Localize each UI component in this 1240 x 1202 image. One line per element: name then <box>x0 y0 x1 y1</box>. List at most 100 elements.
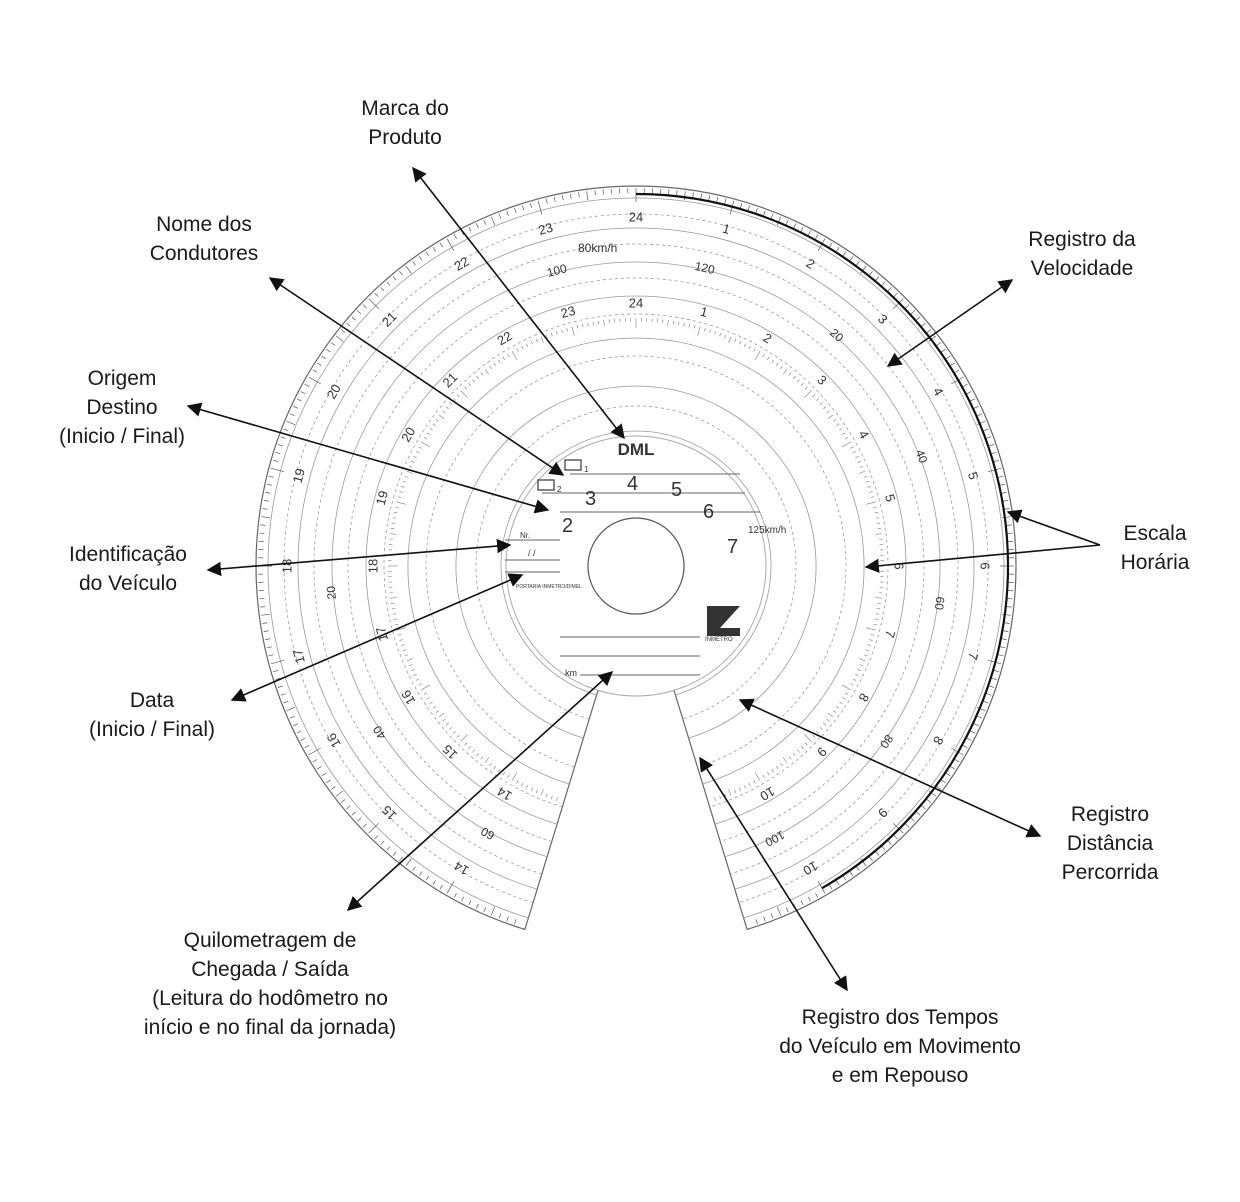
speed-label: 60 <box>932 596 948 611</box>
tick-mark <box>865 649 870 652</box>
tick-mark <box>1003 630 1009 632</box>
tick-mark <box>875 597 882 599</box>
arrow-escala-a <box>1006 509 1101 546</box>
tick-mark <box>807 230 811 236</box>
tick-mark <box>1000 483 1006 486</box>
tick-mark <box>728 336 732 343</box>
tick-mark <box>312 759 318 763</box>
tick-mark <box>856 260 860 266</box>
tick-mark <box>850 446 854 449</box>
tick-mark <box>739 341 742 345</box>
tick-mark <box>986 693 992 696</box>
tick-mark <box>683 191 686 201</box>
tick-mark <box>827 414 833 420</box>
tick-mark <box>335 790 344 797</box>
tick-mark <box>390 527 395 530</box>
tick-mark <box>849 871 854 876</box>
tick-mark <box>688 323 690 328</box>
tick-mark <box>855 673 859 676</box>
tick-mark <box>842 432 846 435</box>
hour-label: 5 <box>965 470 981 481</box>
callout-origem-destino: Origem Destino (Inicio / Final) <box>58 367 186 448</box>
tick-mark <box>859 664 864 667</box>
tick-mark <box>874 618 879 620</box>
tick-mark <box>867 485 871 488</box>
tick-mark <box>875 613 880 615</box>
tick-mark <box>852 678 857 681</box>
tick-mark <box>767 356 770 360</box>
tick-mark <box>788 372 792 376</box>
tick-mark <box>700 193 702 199</box>
hour-label: 7 <box>965 651 981 662</box>
hour-label: 1 <box>699 304 710 320</box>
hour-label: 1 <box>721 221 732 237</box>
tick-mark <box>392 517 397 519</box>
arrow-distancia <box>738 698 1042 838</box>
tick-mark <box>391 522 396 524</box>
tick-mark <box>812 394 816 398</box>
callout-nome-dos-condutores: Nome dos Condutores <box>149 213 259 265</box>
tick-mark <box>881 846 886 851</box>
callout-marca-do-produto: Marca do Produto <box>361 97 449 149</box>
inmetro-icon <box>707 606 740 636</box>
callout-registro-da-velocidade: Registro da Velocidade <box>1028 228 1136 280</box>
tick-mark <box>976 421 986 426</box>
tick-mark <box>860 858 867 867</box>
tick-mark <box>260 524 266 526</box>
tick-mark <box>714 331 717 335</box>
tick-mark <box>875 517 880 519</box>
tick-mark <box>326 779 331 784</box>
tick-mark <box>286 706 296 711</box>
callout-registro-distancia: Registro Distância Percorrida <box>1061 803 1159 884</box>
tick-mark <box>800 226 804 232</box>
driver-icon <box>564 459 582 471</box>
tick-mark <box>330 786 336 790</box>
tick-mark <box>293 723 299 727</box>
tick-mark <box>994 670 999 673</box>
tick-mark <box>876 608 881 610</box>
callout-escala-horaria: Escala Horária <box>1120 522 1190 574</box>
tick-mark <box>770 213 774 219</box>
tick-mark <box>697 326 701 336</box>
tick-mark <box>693 325 696 329</box>
tick-mark <box>998 475 1004 478</box>
tick-mark <box>716 196 719 202</box>
tick-mark <box>962 383 968 387</box>
tick-mark <box>775 362 779 366</box>
center-hole <box>587 517 685 615</box>
tick-mark <box>832 419 837 422</box>
vehicle-nr-label: Nr. <box>520 531 530 540</box>
tick-mark <box>842 441 851 448</box>
tick-mark <box>869 270 873 276</box>
tick-mark <box>866 627 876 631</box>
callout-arrows <box>186 166 1101 992</box>
km-field-label: km <box>565 668 577 678</box>
tick-mark <box>1006 606 1012 608</box>
driver-field-number: 6 <box>703 501 714 523</box>
tick-mark <box>863 654 868 657</box>
tick-mark <box>1001 613 1011 616</box>
disc-ring <box>425 355 847 768</box>
speed-label: 40 <box>913 448 931 466</box>
driver-number: 2 <box>557 485 562 494</box>
tick-mark <box>1006 524 1012 526</box>
tick-mark <box>954 369 960 373</box>
tick-mark <box>852 451 857 454</box>
tick-mark <box>857 669 861 672</box>
tick-mark <box>977 413 983 417</box>
tick-mark <box>887 840 892 845</box>
driver-field-number: 2 <box>562 515 573 537</box>
tick-mark <box>1001 638 1007 641</box>
callout-quilometragem: Quilometragem de Chegada / Saída (Leitur… <box>143 929 397 1039</box>
tick-mark <box>747 205 751 211</box>
tick-mark <box>823 406 827 410</box>
tick-mark <box>498 913 502 919</box>
tick-mark <box>816 398 820 402</box>
tick-mark <box>869 856 873 862</box>
tick-mark <box>724 334 727 339</box>
hour-label: 6 <box>978 562 993 569</box>
tick-mark <box>989 444 995 447</box>
tick-mark <box>875 276 880 281</box>
hour-label: 6 <box>892 562 907 569</box>
tick-mark <box>753 348 756 352</box>
